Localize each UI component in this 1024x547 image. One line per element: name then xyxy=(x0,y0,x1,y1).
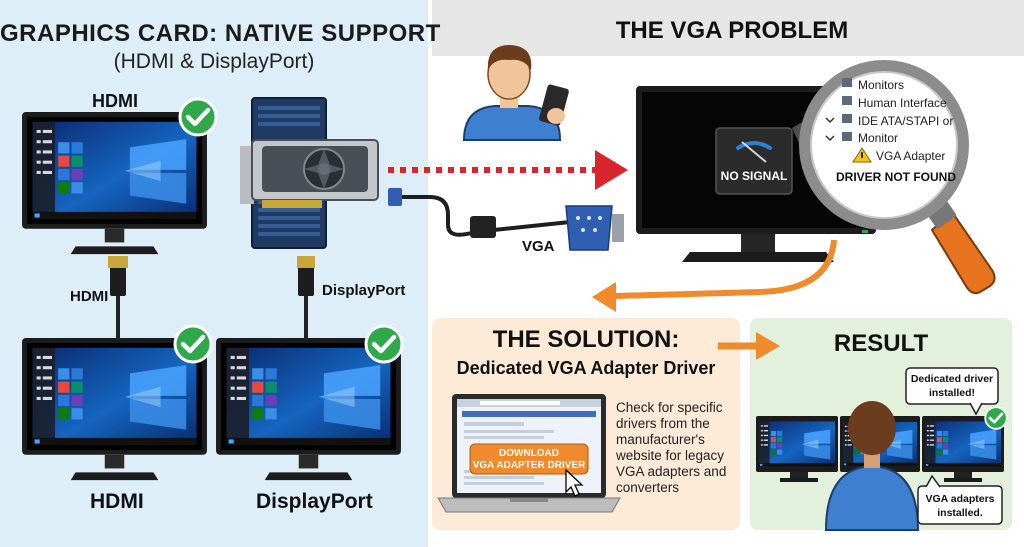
speech-bubble-top xyxy=(905,367,999,416)
warning-icon xyxy=(852,147,872,163)
device-item-monitor: Monitor xyxy=(858,131,899,145)
check-icon xyxy=(366,326,402,362)
check-icon xyxy=(180,99,216,135)
download-button-line1[interactable]: DOWNLOAD xyxy=(499,448,559,459)
solution-description-line: Check for specific xyxy=(616,400,723,415)
driver-not-found-text: DRIVER NOT FOUND xyxy=(836,170,956,184)
vga-cable-label: VGA xyxy=(522,238,555,255)
device-item-monitors: Monitors xyxy=(858,78,905,92)
cursor-icon xyxy=(565,468,584,497)
monitor-bottom-left xyxy=(22,338,207,480)
no-signal-text: NO SIGNAL xyxy=(720,169,788,183)
solution-title: THE SOLUTION: xyxy=(492,326,680,353)
bubble-bottom-line: installed. xyxy=(937,507,983,519)
device-item-human-interface: Human Interface xyxy=(858,96,947,110)
magnifier-icon xyxy=(792,60,996,295)
bubble-bottom-line: VGA adapters xyxy=(925,493,995,505)
left-title: GRAPHICS CARD: NATIVE SUPPORT xyxy=(0,20,441,47)
solution-description-line: converters xyxy=(616,480,680,495)
result-monitor-left xyxy=(756,416,838,482)
download-button-line2[interactable]: VGA ADAPTER DRIVER xyxy=(472,460,586,471)
solution-description-line: manufacturer's xyxy=(616,432,705,447)
solution-subtitle: Dedicated VGA Adapter Driver xyxy=(456,358,716,378)
device-item-ide: IDE ATA/STAPI or xyxy=(858,114,954,128)
hdmi-cable-label: HDMI xyxy=(70,288,109,305)
displayport-cable xyxy=(297,256,315,340)
check-icon xyxy=(984,406,1008,430)
solution-description-line: drivers from the xyxy=(616,416,710,431)
monitor-top-hdmi xyxy=(22,112,207,254)
check-icon xyxy=(175,326,211,362)
solution-description-line: VGA adapters and xyxy=(616,464,727,479)
device-item-vga-adapter: VGA Adapter xyxy=(876,149,946,163)
result-monitor-right xyxy=(922,416,1004,482)
bubble-top-line: Dedicated driver xyxy=(910,373,994,385)
result-title: RESULT xyxy=(833,330,929,357)
problem-title: THE VGA PROBLEM xyxy=(615,17,849,44)
vga-cable xyxy=(388,188,624,251)
problem-header-bar xyxy=(432,0,1024,56)
left-subtitle: (HDMI & DisplayPort) xyxy=(113,50,315,73)
top-monitor-label: HDMI xyxy=(92,91,138,111)
person-with-phone-icon xyxy=(462,45,569,141)
bottom-right-monitor-label: DisplayPort xyxy=(256,490,373,513)
graphics-card-icon xyxy=(240,139,379,208)
bottom-left-monitor-label: HDMI xyxy=(90,490,144,513)
left-panel-background xyxy=(0,0,428,547)
solution-to-result-arrow xyxy=(718,332,780,360)
bubble-top-line: installed! xyxy=(928,387,976,399)
signal-arrow xyxy=(388,150,628,190)
download-driver-button[interactable] xyxy=(469,443,589,475)
hdmi-cable xyxy=(108,256,128,340)
problem-to-solution-arrow xyxy=(592,239,837,312)
solution-description-line: website for legacy xyxy=(616,448,725,463)
user-from-behind-icon xyxy=(824,401,920,531)
displayport-cable-label: DisplayPort xyxy=(322,282,406,299)
speech-bubble-bottom xyxy=(917,474,1003,525)
